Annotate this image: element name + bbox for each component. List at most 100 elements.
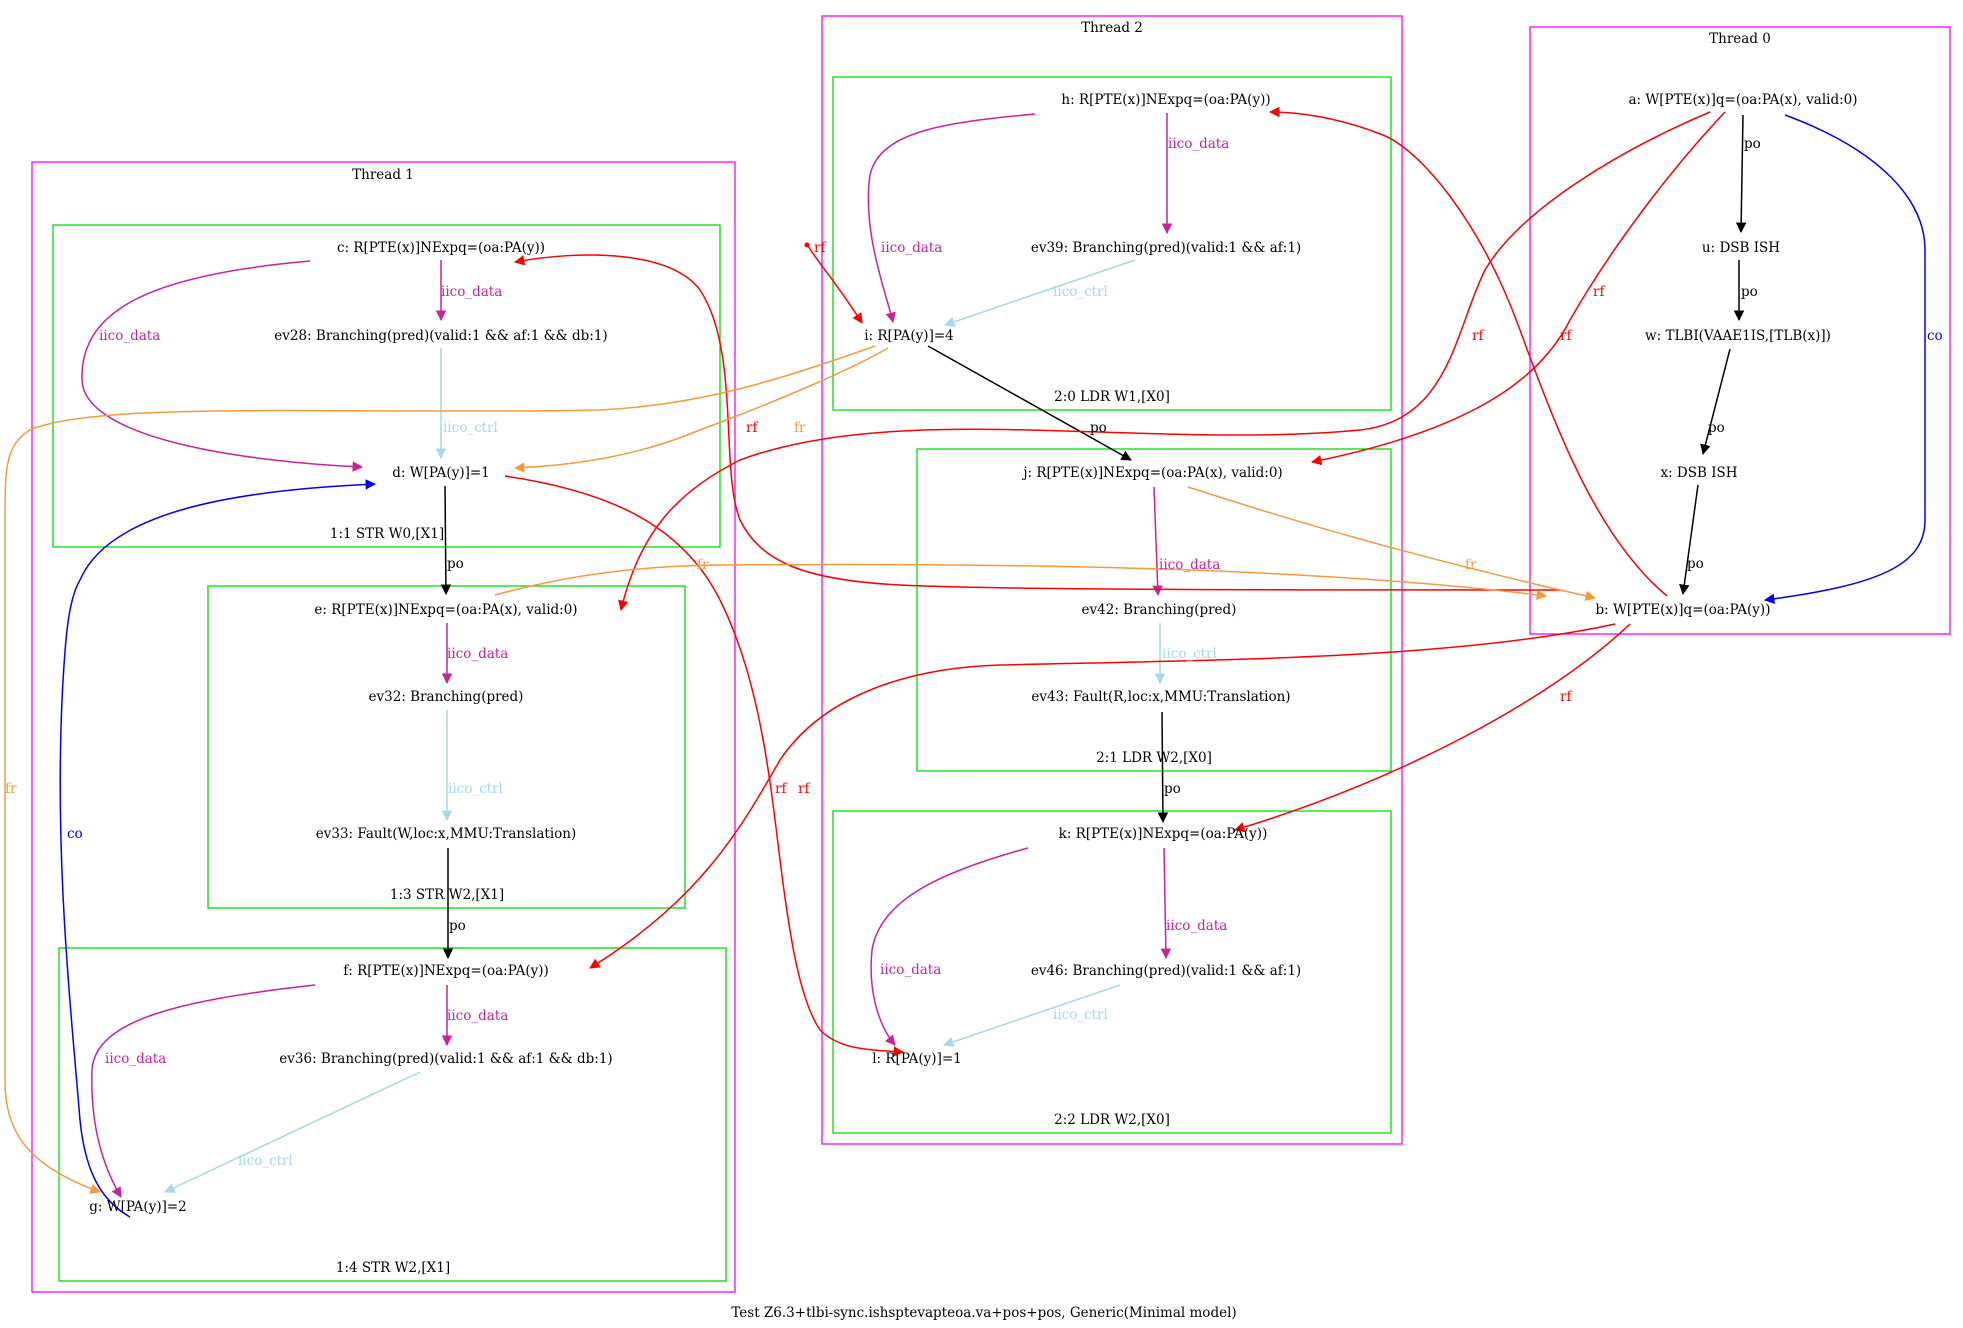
edge-labels: po po po po po po po po iico_data iico_d… <box>5 136 1943 1169</box>
fr-edge-i-g <box>4 345 876 1194</box>
iico-data-label: iico_data <box>105 1051 166 1067</box>
node-w: w: TLBI(VAAE1IS,[TLB(x)]) <box>1645 328 1831 344</box>
po-edge-a-u <box>1735 114 1747 234</box>
instr-1-3-label: 1:3 STR W2,[X1] <box>390 887 504 903</box>
co-label: co <box>67 826 83 842</box>
iico-ctrl-edge-ev39-i <box>944 259 1136 327</box>
node-k: k: R[PTE(x)]NExpq=(oa:PA(y)) <box>1059 826 1268 842</box>
po-label: po <box>1741 284 1758 300</box>
node-l: l: R[PA(y)]=1 <box>872 1051 962 1067</box>
iico-data-edge-k-ev46 <box>1160 847 1172 960</box>
iico-data-edge-j-ev42 <box>1152 486 1163 597</box>
po-edge-ev43-k <box>1157 711 1169 824</box>
po-label: po <box>1164 781 1181 797</box>
rf-edge-a-e <box>618 111 1711 612</box>
figure-caption: Test Z6.3+tlbi-sync.ishsptevapteoa.va+po… <box>731 1305 1236 1321</box>
thread-0-label: Thread 0 <box>1709 31 1771 47</box>
po-label: po <box>1744 136 1761 152</box>
rf-label: rf <box>1560 328 1572 344</box>
node-ev32: ev32: Branching(pred) <box>369 689 524 705</box>
po-edge-i-j <box>927 345 1132 461</box>
instr-1-4-cluster: 1:4 STR W2,[X1] <box>58 947 727 1282</box>
iico-data-label: iico_data <box>441 284 502 300</box>
iico-data-label: iico_data <box>881 240 942 256</box>
rf-label: rf <box>1593 284 1605 300</box>
instr-1-1-label: 1:1 STR W0,[X1] <box>330 526 444 542</box>
fr-label: fr <box>697 557 709 573</box>
iico-ctrl-label: iico_ctrl <box>1053 1007 1108 1023</box>
fr-edge-e-b <box>494 563 1548 601</box>
rf-edge-b-c <box>513 254 1561 591</box>
po-label: po <box>1090 420 1107 436</box>
iico-ctrl-label: iico_ctrl <box>238 1153 293 1169</box>
rf-edge-init-i <box>807 245 863 324</box>
node-a: a: W[PTE(x)]q=(oa:PA(x), valid:0) <box>1628 92 1857 108</box>
iico-data-label: iico_data <box>1168 136 1229 152</box>
instr-2-2-cluster: 2:2 LDR W2,[X0] <box>832 810 1392 1134</box>
iico-data-label: iico_data <box>880 962 941 978</box>
po-edge-d-e <box>440 485 452 596</box>
node-g: g: W[PA(y)]=2 <box>89 1199 187 1215</box>
initial-state-dot <box>804 242 810 248</box>
co-edge-g-d <box>59 479 377 1218</box>
rf-edge-a-j <box>1310 111 1726 466</box>
thread-1-cluster: Thread 1 <box>31 161 736 1293</box>
co-edge-a-b <box>1763 114 1926 604</box>
instr-2-1-cluster: 2:1 LDR W2,[X0] <box>916 448 1392 772</box>
co-label: co <box>1927 328 1943 344</box>
rf-label: rf <box>814 240 826 256</box>
rf-edge-d-l <box>504 475 905 1057</box>
node-ev33: ev33: Fault(W,loc:x,MMU:Translation) <box>316 826 577 842</box>
instr-1-4-label: 1:4 STR W2,[X1] <box>336 1260 450 1276</box>
rf-label: rf <box>775 781 787 797</box>
rf-label: rf <box>798 781 810 797</box>
node-i: i: R[PA(y)]=4 <box>864 328 954 344</box>
po-label: po <box>1687 556 1704 572</box>
rf-label: rf <box>746 420 758 436</box>
fr-edge-i-d <box>513 347 889 473</box>
thread-0-cluster: Thread 0 <box>1529 26 1951 635</box>
iico-ctrl-label: iico_ctrl <box>443 420 498 436</box>
node-ev36: ev36: Branching(pred)(valid:1 && af:1 &&… <box>279 1051 612 1067</box>
iico-data-edge-h-i <box>867 113 1036 324</box>
iico-data-label: iico_data <box>447 646 508 662</box>
rf-edge-b-f <box>589 623 1616 969</box>
iico-data-label: iico_data <box>99 328 160 344</box>
fr-label: fr <box>1465 557 1477 573</box>
instr-1-1-cluster: 1:1 STR W0,[X1] <box>52 224 721 548</box>
fr-edge-j-b <box>1187 486 1597 602</box>
instr-2-0-label: 2:0 LDR W1,[X0] <box>1054 389 1170 405</box>
node-x: x: DSB ISH <box>1660 465 1737 481</box>
iico-ctrl-label: iico_ctrl <box>1053 284 1108 300</box>
fr-label: fr <box>794 420 806 436</box>
node-f: f: R[PTE(x)]NExpq=(oa:PA(y)) <box>343 963 549 979</box>
node-e: e: R[PTE(x)]NExpq=(oa:PA(x), valid:0) <box>314 602 577 618</box>
iico-data-label: iico_data <box>1159 557 1220 573</box>
rf-edge-b-h <box>1268 106 1668 597</box>
node-ev39: ev39: Branching(pred)(valid:1 && af:1) <box>1031 240 1301 256</box>
node-ev46: ev46: Branching(pred)(valid:1 && af:1) <box>1031 963 1301 979</box>
iico-ctrl-edge-ev36-g <box>164 1071 421 1193</box>
rf-edge-b-k <box>1233 623 1631 833</box>
thread-2-label: Thread 2 <box>1081 20 1143 36</box>
node-j: j: R[PTE(x)]NExpq=(oa:PA(x), valid:0) <box>1021 465 1282 481</box>
node-b: b: W[PTE(x)]q=(oa:PA(y)) <box>1596 602 1771 618</box>
node-h: h: R[PTE(x)]NExpq=(oa:PA(y)) <box>1061 92 1270 108</box>
node-u: u: DSB ISH <box>1702 240 1780 256</box>
po-edge-x-b <box>1679 484 1699 596</box>
fr-label: fr <box>5 781 17 797</box>
rf-label: rf <box>1472 328 1484 344</box>
node-d: d: W[PA(y)]=1 <box>392 465 490 481</box>
edges <box>4 106 1926 1218</box>
iico-ctrl-label: iico_ctrl <box>448 781 503 797</box>
po-label: po <box>1708 420 1725 436</box>
po-label: po <box>447 556 464 572</box>
iico-data-label: iico_data <box>447 1008 508 1024</box>
node-ev43: ev43: Fault(R,loc:x,MMU:Translation) <box>1031 689 1290 705</box>
iico-data-edge-k-l <box>870 847 1029 1046</box>
po-edge-w-x <box>1700 348 1731 456</box>
rf-label: rf <box>1560 689 1572 705</box>
instr-2-1-label: 2:1 LDR W2,[X0] <box>1096 750 1212 766</box>
thread-1-label: Thread 1 <box>352 167 414 183</box>
